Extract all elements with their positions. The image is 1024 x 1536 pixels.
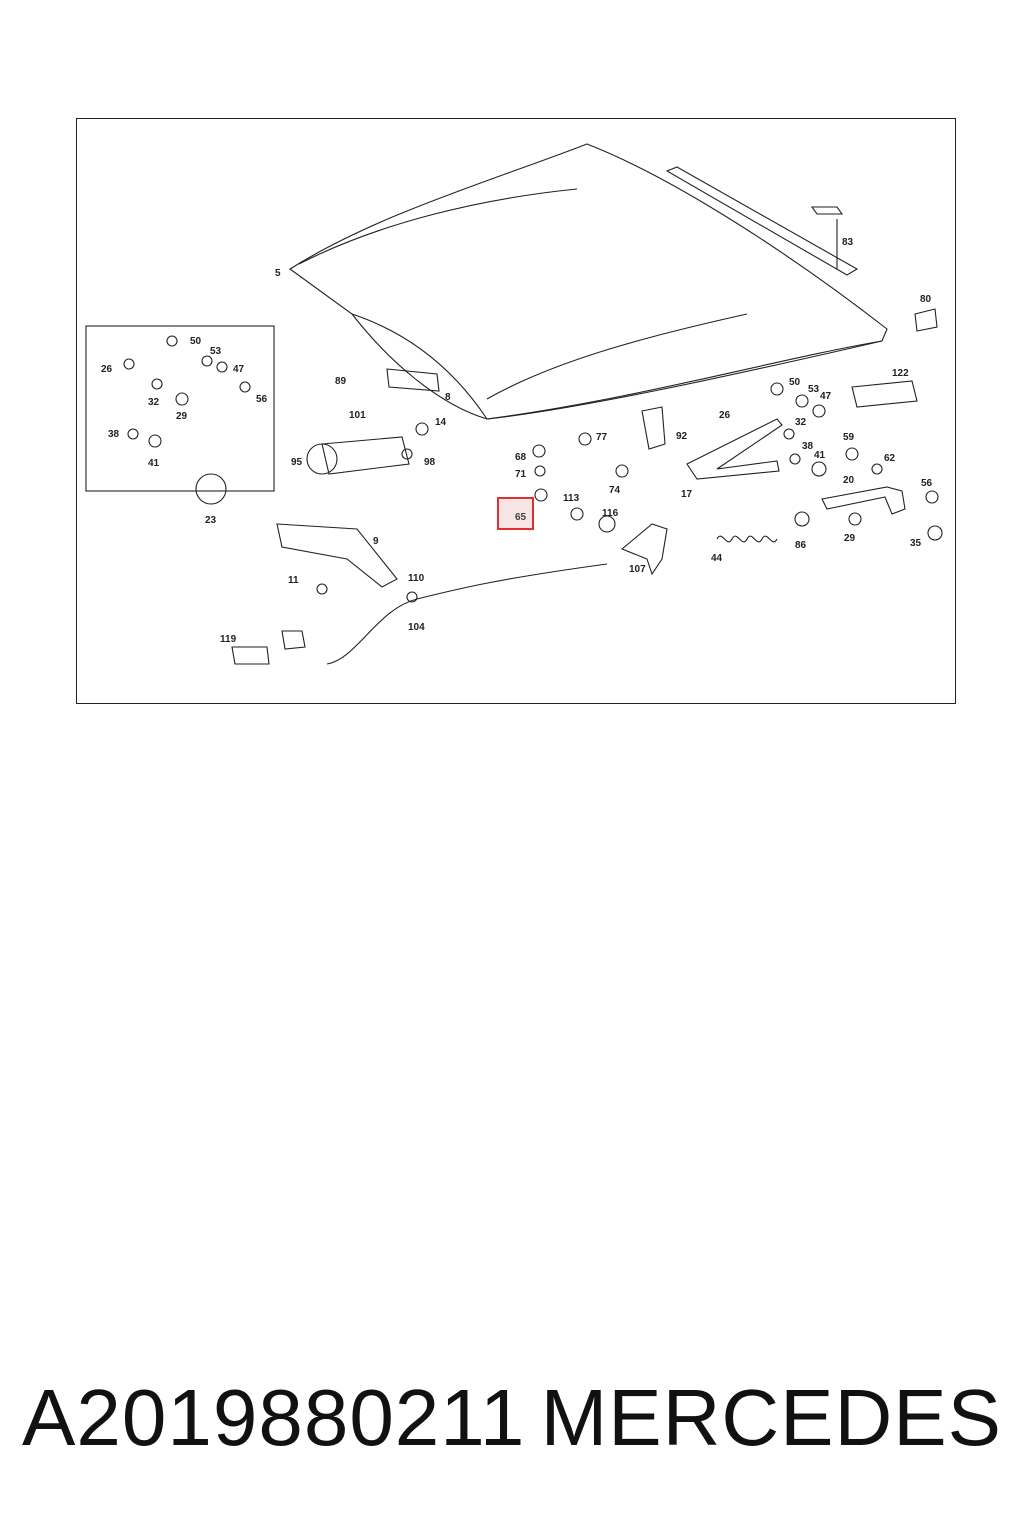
callout-labels: 5 83 80 122 89 8 101 14 95 98 68 71 65 7… [101, 237, 933, 645]
bracket-9-shape [276, 523, 398, 588]
callout-11: 11 [288, 575, 299, 586]
callout-35: 35 [910, 538, 922, 549]
latch-8-shape [386, 368, 440, 392]
connector-119-shape [231, 646, 270, 665]
callout-29: 29 [844, 533, 856, 544]
callout-122: 122 [892, 368, 909, 379]
hinge-arm-20 [821, 486, 906, 515]
callout-86: 86 [795, 540, 807, 551]
hood-crease-2 [486, 313, 748, 400]
cap-80-shape [914, 308, 938, 332]
exploded-parts-diagram: 5 83 80 122 89 8 101 14 95 98 68 71 65 7… [85, 143, 943, 665]
callout-98: 98 [424, 457, 436, 468]
callout-92: 92 [676, 431, 688, 442]
callout-20: 20 [843, 475, 855, 486]
inset-callout-47: 47 [233, 364, 245, 375]
bracket-92-shape [641, 406, 666, 450]
callout-56: 56 [921, 478, 933, 489]
callout-53: 53 [808, 384, 820, 395]
callout-74: 74 [609, 485, 621, 496]
callout-26: 26 [719, 410, 731, 421]
hood-panel [289, 143, 888, 420]
wrench-circle-95 [306, 443, 338, 475]
callout-65-highlighted: 65 [515, 512, 527, 523]
callout-9: 9 [373, 536, 379, 547]
callout-59: 59 [843, 432, 855, 443]
callout-104: 104 [408, 622, 425, 633]
inset-callout-38: 38 [108, 429, 120, 440]
bracket-95-shape [321, 436, 410, 475]
hood-edge [351, 313, 488, 420]
callout-107: 107 [629, 564, 646, 575]
seal-strip [665, 166, 859, 276]
parts-diagram-frame: 5 83 80 122 89 8 101 14 95 98 68 71 65 7… [76, 118, 956, 704]
callout-62: 62 [884, 453, 896, 464]
callout-101: 101 [349, 410, 366, 421]
callout-68: 68 [515, 452, 527, 463]
callout-14: 14 [435, 417, 447, 428]
callout-5: 5 [275, 268, 281, 279]
inset-callout-56: 56 [256, 394, 268, 405]
connector-end [281, 630, 306, 650]
release-handle-107 [620, 523, 668, 576]
callout-50: 50 [789, 377, 801, 388]
callout-17: 17 [681, 489, 693, 500]
callout-89: 89 [335, 376, 347, 387]
callout-71: 71 [515, 469, 527, 480]
callout-23: 23 [205, 515, 217, 526]
inset-box [85, 325, 275, 492]
hinge-arm-17 [686, 418, 783, 480]
inset-callout-32: 32 [148, 397, 160, 408]
part-number: A2019880211 [22, 1373, 526, 1462]
inset-callout-41: 41 [148, 458, 160, 469]
clip-83-shape [810, 206, 844, 215]
wrench-circle-23 [195, 473, 227, 505]
inset-callout-29: 29 [176, 411, 188, 422]
callout-95: 95 [291, 457, 303, 468]
callout-116: 116 [602, 508, 619, 519]
callout-110: 110 [408, 573, 425, 584]
callout-41: 41 [814, 450, 826, 461]
hood-crease [298, 188, 578, 265]
callout-8: 8 [445, 392, 451, 403]
brand-name: MERCEDES [540, 1373, 1002, 1462]
hood-lip [486, 340, 883, 420]
highlight-box-65[interactable] [497, 497, 534, 530]
callout-47: 47 [820, 391, 832, 402]
callout-83: 83 [842, 237, 854, 248]
inset-callout-50: 50 [190, 336, 202, 347]
pad-122-shape [851, 380, 918, 408]
callout-44: 44 [711, 553, 723, 564]
callout-113: 113 [563, 493, 580, 504]
release-cable-104 [326, 563, 608, 665]
product-footer: A2019880211 MERCEDES [0, 1372, 1024, 1472]
inset-callout-53: 53 [210, 346, 222, 357]
callout-119: 119 [220, 634, 237, 645]
callout-32: 32 [795, 417, 807, 428]
callout-38: 38 [802, 441, 814, 452]
callout-77: 77 [596, 432, 608, 443]
callout-80: 80 [920, 294, 932, 305]
spring-44 [716, 535, 778, 543]
inset-callout-26: 26 [101, 364, 113, 375]
